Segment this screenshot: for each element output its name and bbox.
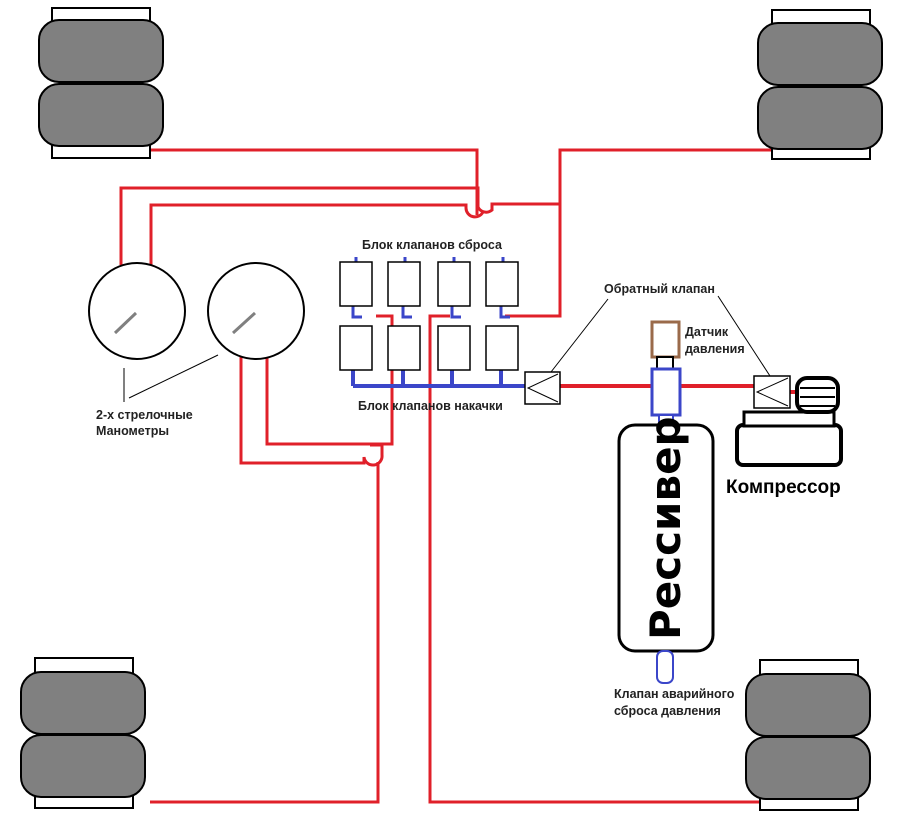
emergency-valve-label-1: Клапан аварийного	[614, 687, 735, 701]
solenoid-valve-icon	[485, 325, 519, 371]
pressure-gauge-left	[88, 262, 186, 360]
line-bottom-left-bag	[150, 462, 380, 804]
gauges-label-2: Манометры	[96, 424, 169, 438]
solenoid-valve-icon	[339, 261, 373, 307]
check-valve-icon	[753, 375, 791, 409]
check-valve-right	[753, 375, 791, 409]
line-top-right-bag	[505, 148, 771, 318]
receiver-tee	[650, 367, 682, 428]
check-valve-leaders	[550, 295, 771, 377]
emergency-valve	[656, 650, 674, 684]
inflate-valve-block-label: Блок клапанов накачки	[358, 399, 503, 413]
dump-stub-1	[351, 306, 362, 319]
inflate-valve-block	[339, 325, 519, 371]
gauge-leaders	[123, 354, 219, 402]
air-bag-top-right	[757, 9, 883, 160]
emergency-valve-icon	[656, 650, 674, 684]
solenoid-valve-icon	[485, 261, 519, 307]
solenoid-valve-icon	[339, 325, 373, 371]
pressure-gauge-icon	[88, 262, 186, 360]
dump-valve-block-label: Блок клапанов сброса	[362, 238, 503, 252]
emergency-valve-label-2: сброса давления	[614, 704, 721, 718]
pressure-sensor-icon	[650, 320, 681, 359]
receiver-label: Рессивер	[641, 416, 690, 640]
pressure-gauge-icon	[207, 262, 305, 360]
pressure-gauge-right	[207, 262, 305, 360]
compressor-label: Компрессор	[726, 477, 841, 498]
check-valve-label: Обратный клапан	[604, 282, 715, 296]
line-gauge-right	[149, 203, 485, 265]
compressor	[735, 376, 843, 467]
pressure-sensor-label-1: Датчик	[685, 325, 729, 339]
line-bottom-right-bag	[428, 314, 765, 804]
air-bag-icon	[745, 673, 871, 737]
solenoid-valve-icon	[387, 261, 421, 307]
air-bag-icon	[38, 19, 164, 83]
air-bag-top-left	[38, 7, 164, 159]
line-gauge-left	[119, 186, 560, 265]
labels: Блок клапанов сброса Блок клапанов накач…	[96, 238, 841, 718]
air-bag-bottom-left	[20, 657, 146, 809]
dump-stub-2	[401, 306, 412, 319]
check-valve-icon	[524, 371, 561, 405]
line-gauge-low-2	[265, 314, 394, 446]
pressure-sensor-label-2: давления	[685, 342, 745, 356]
pressure-sensor	[650, 320, 681, 370]
dump-stub-4	[499, 306, 510, 319]
air-bag-icon	[20, 671, 146, 735]
gauges-label-1: 2-х стрелочные	[96, 408, 193, 422]
dump-valve-block	[339, 261, 519, 307]
solenoid-valve-icon	[437, 261, 471, 307]
air-bag-icon	[757, 22, 883, 86]
check-valve-left	[524, 371, 561, 405]
compressor-icon	[735, 423, 843, 467]
air-bag-bottom-right	[745, 659, 871, 811]
line-gauge-low-1	[239, 352, 384, 467]
solenoid-valve-icon	[387, 325, 421, 371]
dump-stub-3	[450, 306, 461, 319]
solenoid-valve-icon	[437, 325, 471, 371]
